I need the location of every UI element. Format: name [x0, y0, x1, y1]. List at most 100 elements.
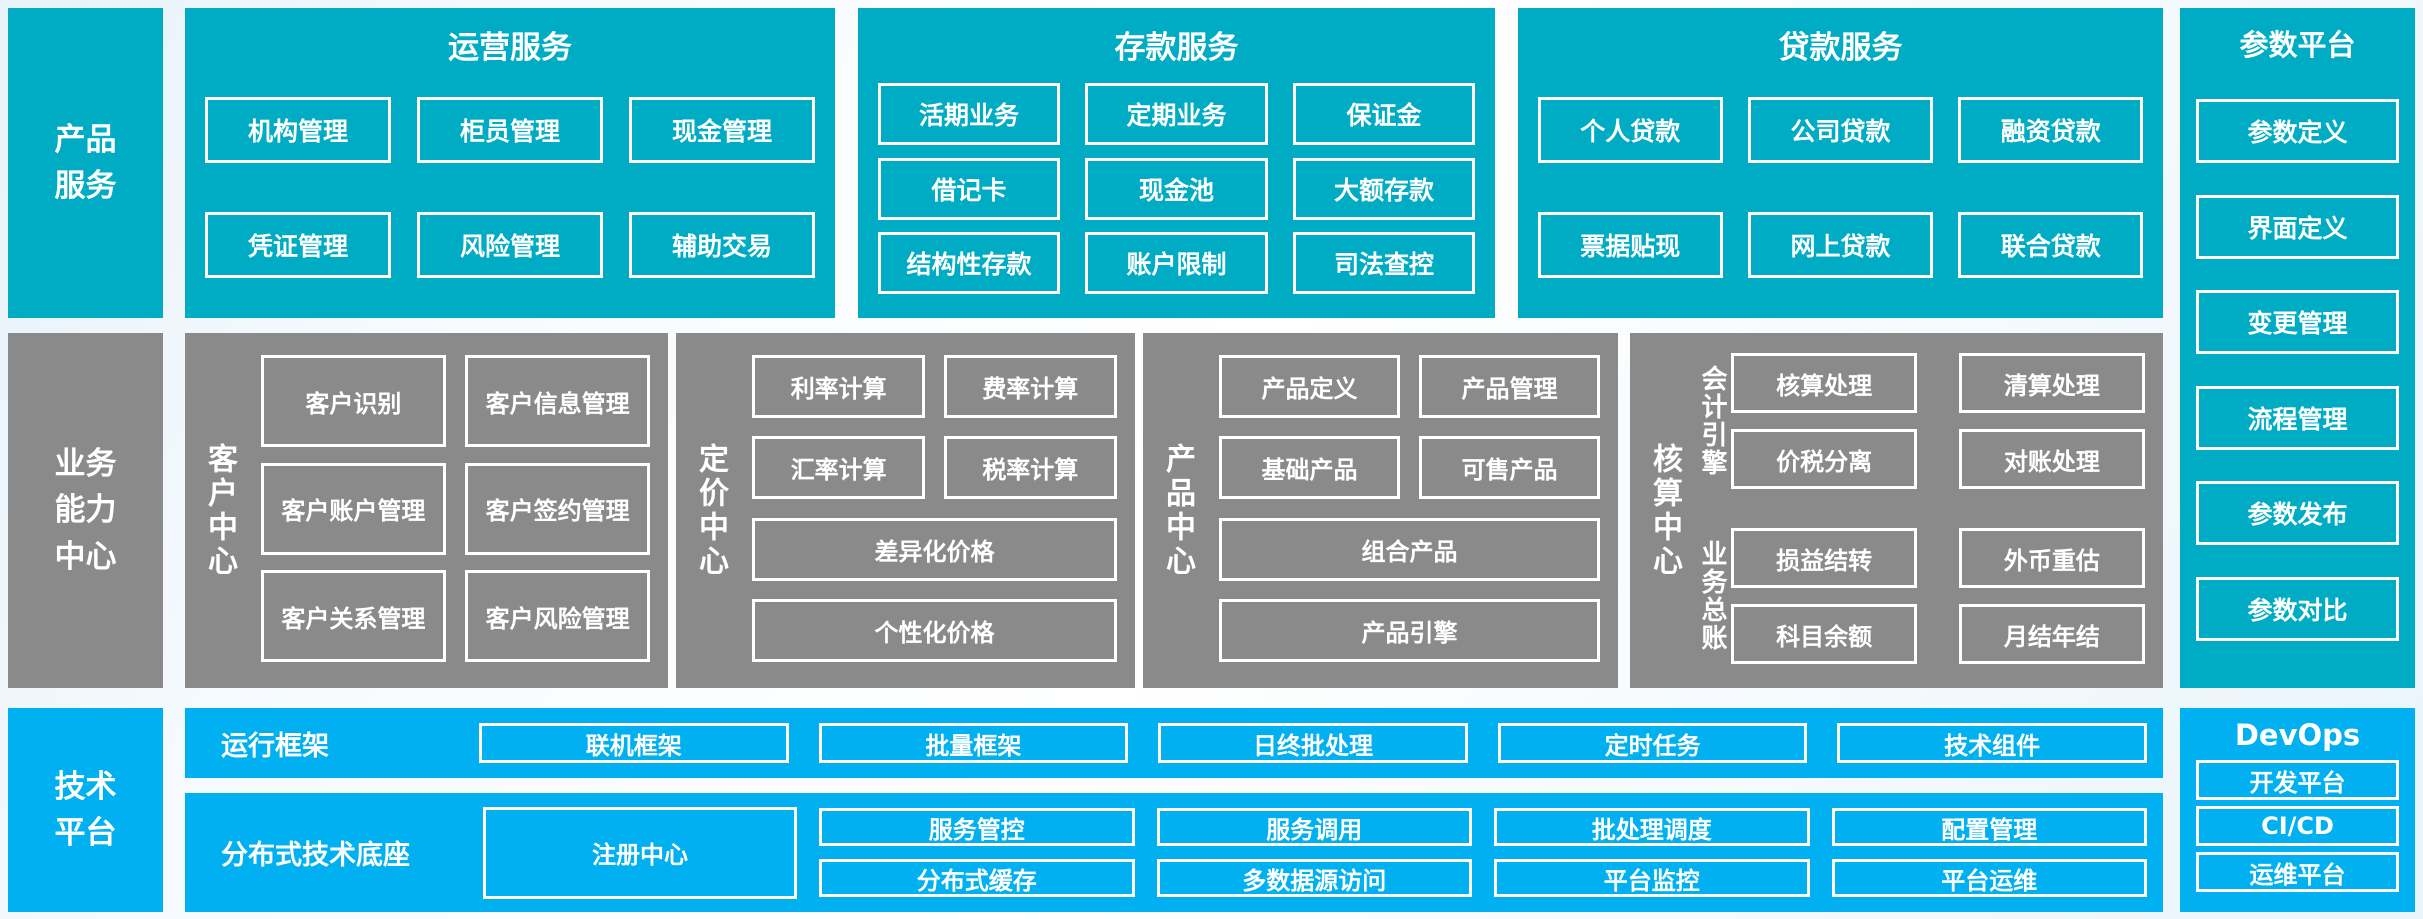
side-label-tech-platform: 技术 平台 [8, 708, 163, 912]
module-box: 差异化价格 [752, 517, 1117, 581]
module-box: 凭证管理 [205, 212, 392, 278]
module-box: 技术组件 [1837, 723, 2147, 763]
module-box: 清算处理 [1958, 353, 2145, 413]
module-box: 分布式缓存 [819, 859, 1135, 897]
module-box: 价税分离 [1731, 429, 1918, 489]
panel-devops: DevOps 开发平台 CI/CD 运维平台 [2180, 708, 2415, 912]
module-box: CI/CD [2196, 806, 2399, 846]
module-box: 联合贷款 [1958, 212, 2143, 278]
module-box: 平台监控 [1494, 859, 1810, 897]
module-box: 大额存款 [1292, 157, 1475, 220]
module-box: 配置管理 [1831, 808, 2147, 846]
side-label-product-services: 产品 服务 [8, 8, 163, 318]
module-box: 流程管理 [2196, 385, 2399, 450]
panel-parameter-platform: 参数平台 参数定义 界面定义 变更管理 流程管理 参数发布 参数对比 [2180, 8, 2415, 688]
module-box: 借记卡 [878, 157, 1061, 220]
module-box: 服务管控 [819, 808, 1135, 846]
panel-pricing-center: 定价中心 利率计算 费率计算 汇率计算 税率计算 差异化价格 个性化价格 [676, 333, 1135, 688]
module-box: 产品管理 [1419, 355, 1600, 418]
panel-title: 参数平台 [2239, 28, 2356, 62]
center-name: 产品中心 [1160, 442, 1195, 579]
module-box: 基础产品 [1219, 436, 1400, 500]
module-box: 参数发布 [2196, 481, 2399, 546]
panel-title: DevOps [2234, 718, 2361, 752]
module-box: 费率计算 [943, 355, 1117, 418]
module-box: 损益结转 [1731, 528, 1918, 588]
module-box: 定期业务 [1085, 83, 1268, 145]
module-box: 客户账户管理 [261, 462, 446, 555]
side-label-line: 服务 [54, 168, 117, 204]
side-label-line: 技术 [54, 768, 117, 805]
module-box: 保证金 [1292, 83, 1475, 145]
module-box: 注册中心 [483, 806, 797, 899]
module-box: 定时任务 [1497, 723, 1808, 763]
module-box: 个性化价格 [752, 598, 1117, 662]
module-box: 结构性存款 [878, 232, 1061, 294]
module-box: 外币重估 [1958, 528, 2145, 588]
panel-customer-center: 客户中心 客户识别 客户信息管理 客户账户管理 客户签约管理 客户关系管理 客户… [185, 333, 668, 688]
accounting-group-ledger: 业务总账 损益结转 外币重估 科目余额 月结年结 [1694, 528, 2145, 664]
module-box: 核算处理 [1731, 353, 1918, 413]
side-label-business-capability-center: 业务 能力 中心 [8, 333, 163, 688]
module-box: 司法查控 [1292, 232, 1475, 294]
module-box: 批处理调度 [1494, 808, 1810, 846]
panel-title: 存款服务 [1114, 30, 1239, 66]
module-box: 客户风险管理 [465, 570, 650, 662]
center-name: 客户中心 [202, 442, 237, 579]
module-box: 参数定义 [2196, 99, 2399, 164]
module-box: 服务调用 [1156, 808, 1472, 846]
module-box: 辅助交易 [628, 212, 815, 278]
accounting-group-engine: 会计引擎 核算处理 清算处理 价税分离 对账处理 [1694, 353, 2145, 489]
panel-deposit-services: 存款服务 活期业务 定期业务 保证金 借记卡 现金池 大额存款 结构性存款 账户… [858, 8, 1495, 318]
side-label-line: 能力 [54, 492, 117, 529]
panel-distributed-tech-base: 分布式技术底座 注册中心 服务管控 分布式缓存 服务调用 多数据源访问 批处理调… [185, 793, 2163, 912]
module-box: 活期业务 [878, 83, 1061, 145]
module-box: 客户识别 [261, 355, 446, 447]
strip-label: 分布式技术底座 [221, 840, 410, 871]
module-box: 公司贷款 [1748, 97, 1933, 163]
panel-title: 贷款服务 [1778, 30, 1903, 66]
side-label-line: 产品 [54, 121, 117, 158]
panel-product-center: 产品中心 产品定义 产品管理 基础产品 可售产品 组合产品 产品引擎 [1143, 333, 1618, 688]
panel-operations-services: 运营服务 机构管理 柜员管理 现金管理 凭证管理 风险管理 辅助交易 [185, 8, 835, 318]
group-name: 会计引擎 [1697, 365, 1727, 477]
module-box: 组合产品 [1219, 517, 1600, 581]
side-label-line: 中心 [54, 538, 117, 575]
module-box: 多数据源访问 [1156, 859, 1472, 897]
module-box: 现金池 [1085, 157, 1268, 220]
module-box: 票据贴现 [1538, 212, 1723, 278]
center-name: 定价中心 [693, 442, 728, 579]
group-name: 业务总账 [1697, 540, 1727, 652]
module-box: 客户信息管理 [465, 355, 650, 447]
module-box: 机构管理 [205, 97, 392, 163]
module-box: 平台运维 [1831, 859, 2147, 897]
module-box: 客户关系管理 [261, 570, 446, 662]
panel-accounting-center: 核算中心 会计引擎 核算处理 清算处理 价税分离 对账处理 业务总账 [1630, 333, 2163, 688]
center-name: 核算中心 [1647, 442, 1682, 579]
module-box: 对账处理 [1958, 429, 2145, 489]
side-label-line: 平台 [54, 815, 117, 851]
module-box: 联机框架 [479, 723, 789, 763]
module-box: 参数对比 [2196, 576, 2399, 641]
panel-title: 运营服务 [448, 30, 572, 66]
module-box: 运维平台 [2196, 852, 2399, 892]
module-box: 科目余额 [1731, 604, 1918, 664]
panel-loan-services: 贷款服务 个人贷款 公司贷款 融资贷款 票据贴现 网上贷款 联合贷款 [1518, 8, 2163, 318]
module-box: 融资贷款 [1958, 97, 2143, 163]
module-box: 月结年结 [1958, 604, 2145, 664]
side-label-line: 业务 [54, 445, 117, 482]
module-box: 可售产品 [1419, 436, 1600, 500]
module-box: 汇率计算 [752, 436, 926, 500]
module-box: 现金管理 [628, 97, 815, 163]
module-box: 柜员管理 [416, 97, 604, 163]
module-box: 日终批处理 [1158, 723, 1468, 763]
module-box: 界面定义 [2196, 194, 2399, 259]
module-box: 网上贷款 [1748, 212, 1933, 278]
module-box: 开发平台 [2196, 760, 2399, 800]
panel-runtime-framework: 运行框架 联机框架 批量框架 日终批处理 定时任务 技术组件 [185, 708, 2163, 778]
module-box: 产品定义 [1219, 355, 1400, 418]
module-box: 个人贷款 [1538, 97, 1723, 163]
module-box: 利率计算 [752, 355, 926, 418]
module-box: 产品引擎 [1219, 598, 1600, 662]
